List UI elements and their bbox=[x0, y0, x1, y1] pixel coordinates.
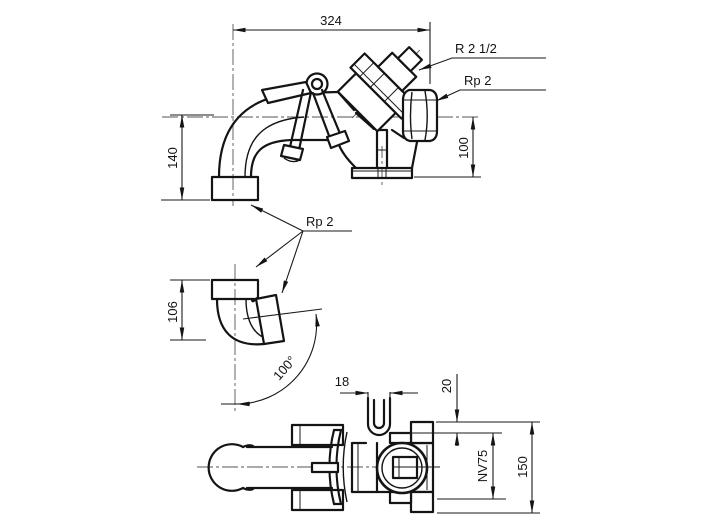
plan-body bbox=[350, 396, 440, 514]
dim-150-text: 150 bbox=[515, 456, 530, 478]
elbow-spigot bbox=[254, 293, 286, 346]
dim-18-text: 18 bbox=[335, 374, 349, 389]
spout-flange bbox=[210, 175, 260, 202]
dim-100-text: 100 bbox=[456, 137, 471, 159]
dim-106-text: 106 bbox=[165, 301, 180, 323]
dim-140-text: 140 bbox=[165, 147, 180, 169]
plan-view: 18 20 NV75 150 bbox=[207, 374, 540, 514]
label-rp2-elbow-text: Rp 2 bbox=[306, 214, 333, 229]
dimension-body-length: 150 bbox=[437, 422, 540, 514]
thread-label-elbow: Rp 2 bbox=[250, 204, 352, 294]
rotated-elbow-view: Rp 2 106 100° bbox=[165, 204, 352, 407]
dim-324-text: 324 bbox=[320, 13, 342, 28]
dim-20-text: 20 bbox=[439, 379, 454, 393]
plan-clamp-tabs bbox=[290, 423, 345, 512]
dimension-elbow-height: 106 bbox=[165, 279, 210, 341]
union-nut bbox=[401, 88, 439, 143]
dimension-wrench-size: NV75 bbox=[437, 433, 506, 500]
side-elevation-view: 324 140 100 R 2 1/2 Rp 2 bbox=[161, 13, 546, 202]
dim-nv75-text: NV75 bbox=[475, 450, 490, 483]
valve-foot-flange bbox=[350, 166, 414, 180]
dimension-outlet-height: 100 bbox=[414, 117, 481, 178]
elbow-flange bbox=[210, 278, 260, 301]
plan-spout bbox=[207, 443, 334, 492]
plan-pin bbox=[310, 461, 340, 474]
plan-hook bbox=[366, 396, 392, 437]
thread-label-top: R 2 1/2 bbox=[418, 41, 546, 71]
lever-handle bbox=[260, 72, 351, 163]
dimension-hook-width: 18 bbox=[335, 374, 418, 410]
dimension-overall-width: 324 bbox=[233, 13, 431, 84]
dimension-flange-offset: 20 bbox=[392, 374, 540, 446]
label-r212-text: R 2 1/2 bbox=[455, 41, 497, 56]
dimension-inlet-height: 140 bbox=[161, 114, 214, 201]
label-rp2-side-text: Rp 2 bbox=[464, 73, 491, 88]
thread-label-side: Rp 2 bbox=[435, 73, 546, 102]
plan-clamp-band bbox=[310, 428, 348, 506]
